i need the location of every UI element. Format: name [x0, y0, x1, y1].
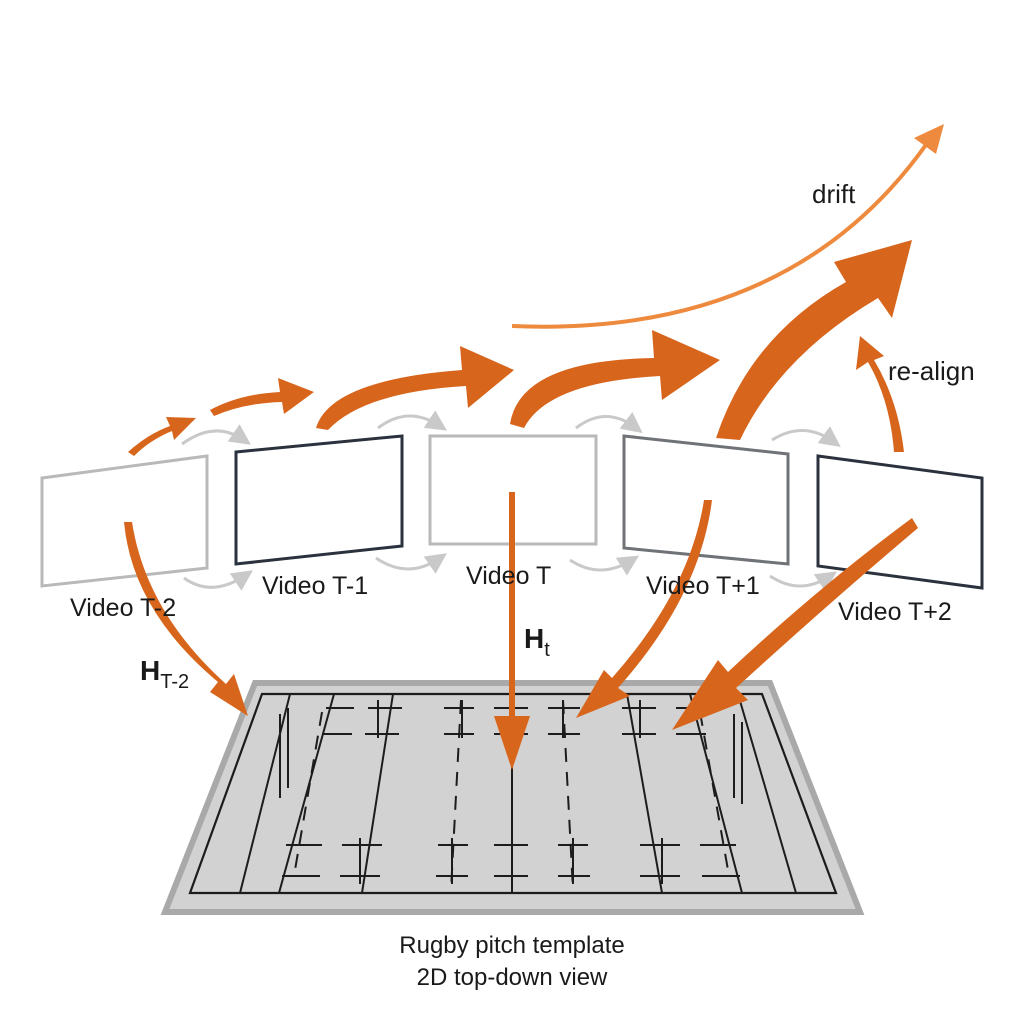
homography-main: H	[140, 655, 160, 686]
connector-arc	[377, 410, 448, 431]
pitch-title: Rugby pitch template	[399, 932, 624, 959]
drift-arrow	[511, 124, 944, 329]
pitch-lines	[239, 693, 797, 894]
connector-arc	[181, 424, 251, 446]
homography-label-t: Ht	[524, 623, 550, 661]
homography-subscript: T-2	[160, 671, 189, 693]
video-frame-t-plus-2	[816, 454, 984, 590]
homography-arrow-t	[494, 492, 530, 770]
connector-arc	[769, 571, 837, 592]
realign-label: re-align	[888, 356, 975, 386]
homography-arrow-t-plus-1	[576, 500, 712, 718]
tracking-arrow	[316, 346, 514, 430]
video-frames	[40, 434, 984, 590]
homography-main: H	[524, 623, 544, 654]
tracking-arrow	[210, 378, 314, 416]
frame-label-t-plus-1: Video T+1	[646, 572, 760, 600]
realign-big-arrow	[716, 240, 912, 440]
homography-arrow-t-plus-2	[672, 518, 918, 730]
connector-arc	[771, 426, 841, 447]
frame-connectors	[181, 410, 841, 592]
rugby-pitch	[160, 680, 865, 915]
connector-arc	[569, 555, 640, 576]
connector-arc	[575, 412, 643, 434]
homography-label-t-minus-2: HT-2	[140, 655, 189, 693]
frame-label-t-plus-2: Video T+2	[838, 598, 952, 626]
pitch-subtitle: 2D top-down view	[417, 964, 608, 991]
homography-subscript: t	[544, 639, 550, 661]
video-frame-t-minus-2	[40, 454, 209, 588]
connector-arc	[183, 570, 253, 591]
homography-arrows	[124, 492, 918, 770]
frame-label-t-minus-2: Video T-2	[70, 594, 176, 622]
homography-arrow-t-minus-2	[124, 522, 248, 716]
frame-label-t: Video T	[466, 562, 551, 590]
tracking-arrow	[128, 417, 196, 456]
video-frame-t-minus-1	[234, 434, 404, 566]
tracking-arrow	[510, 330, 720, 428]
frame-label-t-minus-1: Video T-1	[262, 572, 368, 600]
frame-labels: Video T-2 Video T-1 Video T Video T+1 Vi…	[70, 562, 952, 626]
realign-thin-arrow	[856, 336, 904, 452]
drift-label: drift	[812, 179, 856, 209]
tracking-arrows	[128, 240, 912, 456]
connector-arc	[375, 553, 447, 574]
